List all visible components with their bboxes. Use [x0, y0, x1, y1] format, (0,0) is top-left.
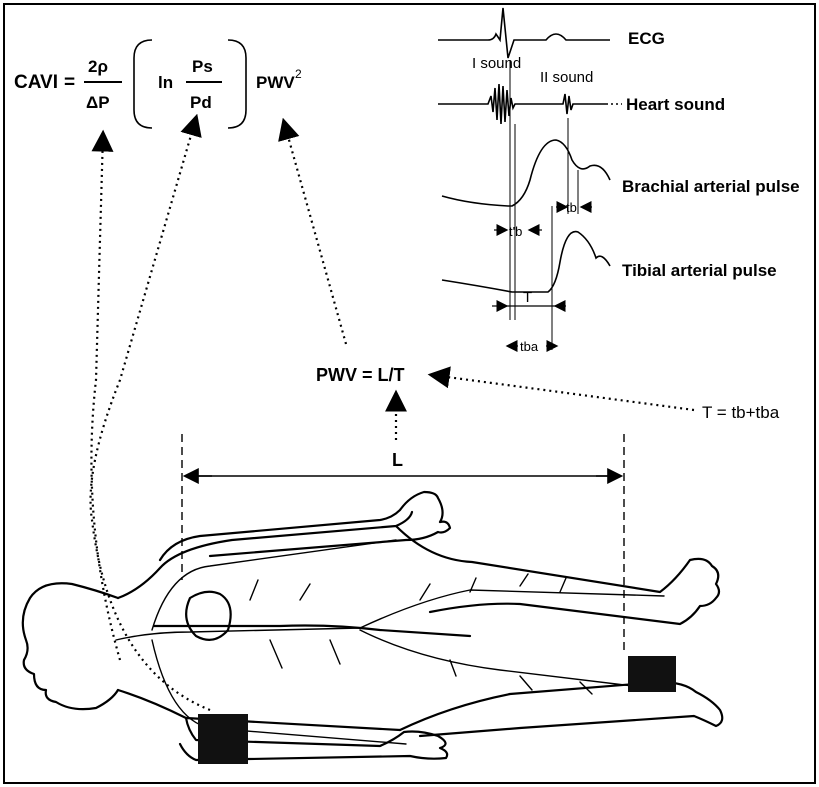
ln-label: ln — [158, 73, 173, 92]
pwv-exponent: 2 — [295, 67, 302, 81]
upper-leg — [396, 526, 719, 624]
body-illustration — [23, 492, 722, 760]
dotted-arrows — [91, 118, 694, 710]
length-label: L — [392, 450, 403, 470]
t-equation: T = tb+tba — [702, 403, 780, 422]
pwv-equation: PWV = L/T — [316, 365, 405, 385]
brachial-trace — [442, 140, 610, 206]
length-marker — [182, 434, 624, 652]
pwv-term: PWV — [256, 73, 295, 92]
arterial-tree — [116, 540, 666, 744]
tibial-label: Tibial arterial pulse — [622, 261, 777, 280]
ratio-denominator: Pd — [190, 93, 212, 112]
tibial-trace — [442, 232, 610, 292]
ankle-cuff — [628, 656, 676, 692]
coef-numerator: 2ρ — [88, 57, 108, 76]
torso-lower — [118, 690, 400, 730]
head — [23, 583, 118, 709]
ratio-numerator: Ps — [192, 57, 213, 76]
tb-label: tb — [566, 200, 577, 215]
upper-arm — [160, 492, 450, 560]
tba-label: tba — [520, 339, 539, 354]
brachial-cuff — [198, 714, 248, 764]
coef-denominator: ΔP — [86, 93, 110, 112]
left-paren — [134, 40, 152, 128]
tprime-b-label: t'b — [509, 224, 522, 239]
ecg-label: ECG — [628, 29, 665, 48]
cavi-label: CAVI — [14, 72, 58, 93]
first-sound-label: I sound — [472, 55, 521, 72]
ecg-trace — [438, 8, 610, 58]
t-interval-label: T — [523, 289, 532, 306]
cavi-formula: CAVI = 2ρ ΔP ln Ps Pd PWV 2 — [14, 40, 302, 128]
heart-sound-label: Heart sound — [626, 95, 725, 114]
midline-split — [154, 626, 470, 637]
heart-sound-trace — [438, 84, 606, 124]
equals-sign: = — [64, 72, 75, 93]
brachial-label: Brachial arterial pulse — [622, 177, 800, 196]
right-paren — [228, 40, 246, 128]
interval-markers — [492, 207, 592, 346]
second-sound-label: II sound — [540, 69, 593, 86]
